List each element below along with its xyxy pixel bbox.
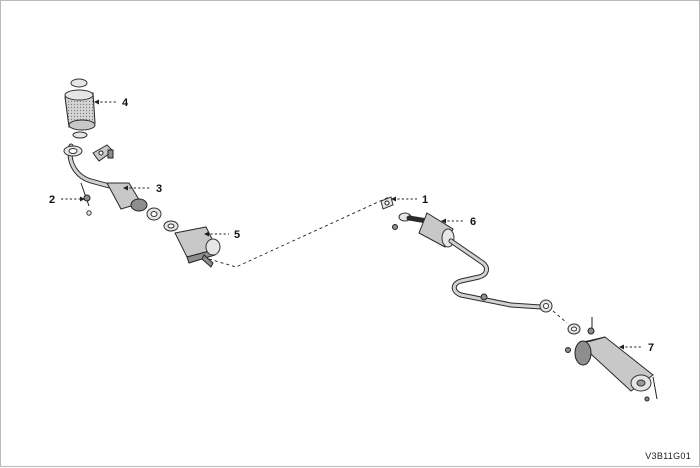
rear-muffler-part-7 <box>565 317 658 402</box>
callout-4: 4 <box>122 97 129 109</box>
gasket-part-1 <box>380 196 394 210</box>
hanger-bolt-part-2 <box>80 182 92 216</box>
intermediate-pipe-part-6 <box>392 212 553 313</box>
callout-6: 6 <box>470 216 476 228</box>
catalytic-converter-part-3 <box>106 182 162 221</box>
callout-7: 7 <box>648 342 654 354</box>
callout-3: 3 <box>156 183 162 195</box>
leader-lines <box>61 99 643 350</box>
connection-dash-line <box>208 196 390 268</box>
heat-shield-part-4 <box>64 78 96 139</box>
figure-code: V3B11G01 <box>645 451 691 461</box>
front-pipe-assembly <box>63 143 116 190</box>
callout-1: 1 <box>422 194 428 206</box>
callout-labels: 4 3 2 5 1 6 7 <box>49 97 654 354</box>
center-resonator-part-5 <box>163 220 221 268</box>
callout-5: 5 <box>234 229 240 241</box>
callout-2: 2 <box>49 194 55 206</box>
connection-dash-line-2 <box>552 310 568 324</box>
